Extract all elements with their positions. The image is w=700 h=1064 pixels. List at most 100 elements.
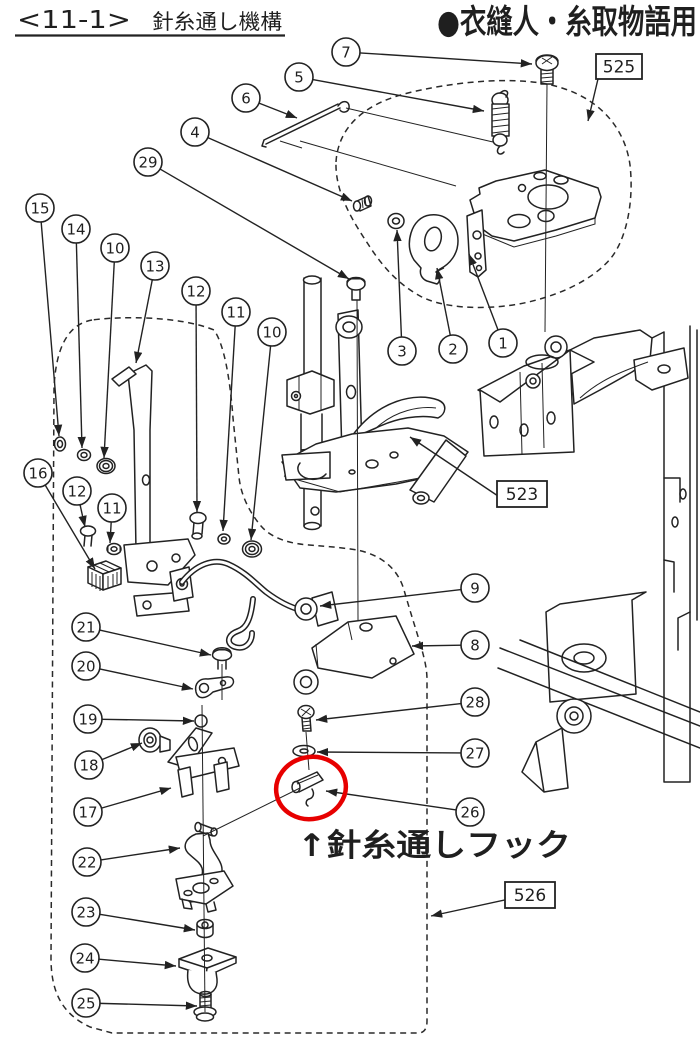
leader-line — [435, 267, 451, 336]
screw-7-drawing — [535, 54, 559, 85]
callout-circle — [62, 476, 92, 506]
machine-frame-drawing — [477, 325, 700, 793]
callout-circle — [140, 251, 170, 281]
ref-box-frame — [595, 53, 643, 80]
washer-3-drawing — [387, 212, 405, 230]
callout-circle — [221, 297, 251, 327]
bracket-22-drawing — [175, 821, 234, 913]
callout-number: 9 — [470, 580, 480, 598]
callout-circle — [460, 630, 490, 660]
ref-box-frame — [504, 881, 556, 909]
red-highlight-circle — [273, 754, 349, 822]
callout-number: 16 — [28, 465, 47, 483]
callout-28: 28 — [315, 687, 490, 723]
callout-25: 25 — [71, 988, 198, 1018]
leader-line — [409, 436, 502, 499]
callout-number: 27 — [465, 745, 484, 763]
callout-number: 4 — [190, 124, 200, 142]
callout-29: 29 — [133, 147, 350, 280]
leader-line — [106, 521, 115, 544]
leader-line — [316, 747, 462, 757]
callout-number: 14 — [66, 221, 85, 239]
ball-19-drawing — [194, 714, 208, 728]
callout-13: 13 — [134, 251, 170, 364]
callout-number: 19 — [78, 711, 97, 729]
ref-box-frame — [496, 480, 548, 508]
leader-line — [258, 102, 298, 119]
callout-number: 8 — [470, 637, 480, 655]
screw-washer-row-drawing — [189, 511, 263, 558]
callout-number: 11 — [226, 304, 245, 322]
section-title: 針糸通し機構 — [152, 10, 282, 34]
callout-circle — [71, 651, 101, 681]
callout-number: 7 — [341, 44, 351, 62]
leader-line — [98, 958, 177, 970]
leader-line — [99, 913, 196, 933]
callout-number: 29 — [138, 154, 157, 172]
bracket-17-drawing — [167, 727, 240, 798]
callout-circle — [71, 897, 101, 927]
callout-number: 21 — [76, 619, 95, 637]
callout-circle — [460, 738, 490, 768]
spring — [491, 90, 510, 155]
callout-11: 11 — [219, 297, 251, 532]
lower-stack-group — [138, 647, 240, 1022]
callout-circle — [438, 334, 468, 364]
grommet-18-drawing — [138, 727, 171, 753]
callout-number: 25 — [76, 995, 95, 1013]
callout-20: 20 — [71, 651, 194, 691]
callout-5: 5 — [284, 62, 485, 114]
callout-12: 12 — [62, 476, 92, 528]
hook-label-red: ↑針糸通しフック — [297, 828, 571, 864]
callout-circle — [70, 943, 100, 973]
leader-line — [247, 345, 272, 541]
callout-circle — [73, 704, 103, 734]
callout-4: 4 — [180, 117, 353, 202]
plate-24-drawing — [178, 947, 237, 995]
callout-number: 17 — [78, 804, 97, 822]
ref-box-525: 525 — [586, 53, 643, 122]
callout-7: 7 — [331, 37, 533, 68]
callout-10: 10 — [100, 233, 130, 459]
red-annotations: ↑針糸通しフック — [273, 754, 571, 864]
leader-line — [207, 136, 353, 202]
leader-line — [100, 261, 115, 459]
page-title: <11-1> 針糸通し機構 — [15, 5, 285, 37]
threader-wire-rod — [261, 100, 350, 149]
ref-box-label: 525 — [603, 58, 635, 78]
screw-12b-nut-11b-drawing — [79, 525, 122, 556]
callout-circle — [460, 573, 490, 603]
callout-22: 22 — [72, 845, 181, 877]
callout-number: 10 — [105, 240, 124, 258]
callout-23: 23 — [71, 897, 196, 933]
bracket-8-drawing — [293, 615, 415, 695]
callout-number: 11 — [102, 500, 121, 518]
callout-number: 1 — [498, 335, 508, 353]
callout-circle — [455, 797, 485, 827]
usage-note-red: ●衣縫人・糸取物語用 — [437, 2, 697, 41]
callout-circle — [100, 233, 130, 263]
leader-line — [192, 304, 202, 513]
callout-2: 2 — [435, 267, 468, 364]
guide-plate-13-drawing — [111, 364, 196, 586]
callout-number: 22 — [77, 854, 96, 872]
leader-line — [219, 325, 236, 532]
leader-line — [315, 702, 462, 723]
leader-line — [99, 629, 212, 657]
callout-circle — [71, 612, 101, 642]
dashed-outline-525 — [335, 79, 632, 309]
callout-number: 15 — [30, 200, 49, 218]
callout-19: 19 — [73, 704, 195, 734]
leader-line — [468, 253, 499, 331]
callout-circle — [387, 336, 417, 366]
callout-27: 27 — [316, 738, 490, 768]
leader-line — [134, 279, 153, 364]
screw-25-drawing — [193, 990, 217, 1022]
callout-16: 16 — [23, 458, 96, 570]
pin-4-drawing — [352, 195, 373, 212]
ref-box-523: 523 — [409, 436, 548, 508]
callout-12: 12 — [181, 276, 211, 513]
